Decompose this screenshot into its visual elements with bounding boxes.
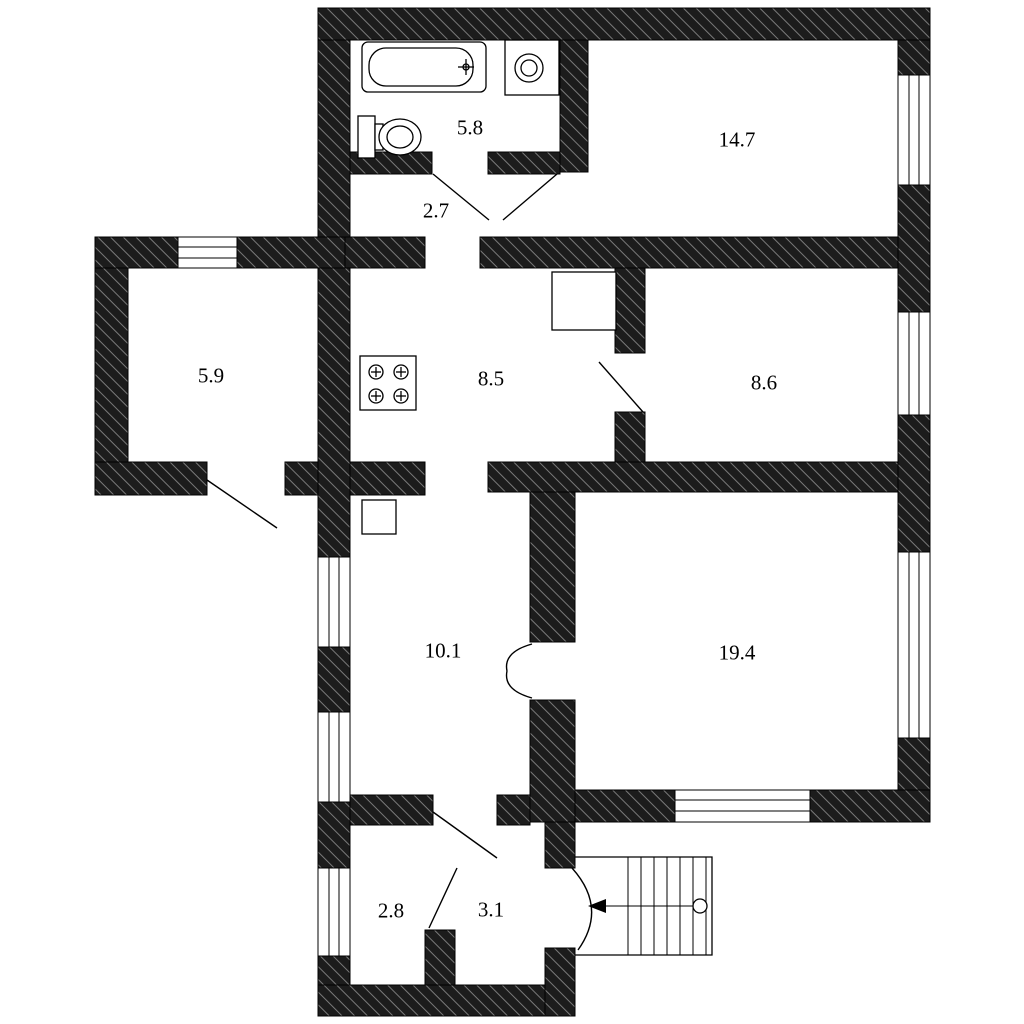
window <box>317 711 351 803</box>
sink-bowl <box>514 53 544 83</box>
wall-segment <box>574 789 676 823</box>
stairs-direction-arrow-icon <box>588 898 708 914</box>
window-frame <box>674 789 811 823</box>
window-frame <box>317 556 351 648</box>
wall-segment <box>496 794 531 826</box>
wall-segment <box>94 461 208 496</box>
bathtub-drain <box>462 63 470 71</box>
bathtub-outline <box>361 41 487 93</box>
wall-segment <box>529 699 576 823</box>
toilet-bowl-inner <box>386 125 414 149</box>
vent-shaft-box <box>361 499 397 535</box>
vent-shaft-box <box>551 271 617 331</box>
vent-shaft <box>361 499 397 535</box>
wall-segment <box>809 789 931 823</box>
toilet-bowl <box>378 118 422 156</box>
door-leaf <box>206 479 278 529</box>
vent-shaft <box>551 271 617 331</box>
arrow-head <box>588 899 606 913</box>
door-leaf <box>428 867 458 929</box>
sink-outline <box>504 39 560 96</box>
room-area-label-bathroom: 5.8 <box>456 115 484 140</box>
stove-outline <box>359 355 417 411</box>
door-leaf <box>505 670 533 699</box>
wall-segment <box>529 491 576 643</box>
sink-icon <box>504 39 560 96</box>
window <box>674 789 811 823</box>
windows <box>177 74 931 957</box>
door-leaf <box>432 173 490 221</box>
room-area-label-room-bottom-right: 19.4 <box>718 640 756 665</box>
wall-segment <box>349 794 434 826</box>
window <box>897 551 931 739</box>
wall-segment <box>284 461 426 496</box>
wall-segment <box>479 236 899 269</box>
room-area-label-vestibule-right: 3.1 <box>477 897 505 922</box>
wall-segment <box>317 7 931 41</box>
stairs-outline <box>575 856 713 956</box>
wall-segment <box>544 821 576 869</box>
window <box>177 236 238 269</box>
walls <box>94 7 931 1017</box>
stove-burner <box>368 364 384 380</box>
window-frame <box>897 551 931 739</box>
bathtub-icon <box>361 41 487 93</box>
wall-segment <box>317 39 351 269</box>
toilet-tank <box>357 115 376 159</box>
door-leaf <box>598 361 644 413</box>
stove-burner <box>393 388 409 404</box>
window <box>897 74 931 186</box>
window-frame <box>177 236 238 269</box>
wall-segment <box>317 984 576 1017</box>
window <box>317 867 351 957</box>
sink-drain <box>520 59 538 77</box>
room-area-label-vestibule-left: 2.8 <box>377 898 405 923</box>
wall-segment <box>614 267 646 354</box>
stairs <box>575 856 713 956</box>
window-frame <box>317 867 351 957</box>
room-area-label-kitchen: 8.5 <box>477 366 505 391</box>
window-frame <box>897 74 931 186</box>
door-leaf <box>502 173 558 221</box>
room-area-label-room-top-right: 14.7 <box>718 127 756 152</box>
arrow-start-post <box>692 898 708 914</box>
wall-segment <box>487 461 899 493</box>
wall-segment <box>344 236 426 269</box>
room-area-label-room-left-wing: 5.9 <box>197 363 225 388</box>
window-frame <box>897 311 931 416</box>
door-leaf <box>432 811 498 859</box>
stove-burner <box>368 388 384 404</box>
door-leaf <box>505 643 533 672</box>
room-area-label-hallway-upper: 2.7 <box>422 198 450 223</box>
window <box>317 556 351 648</box>
door-leaf <box>571 867 593 951</box>
room-area-label-hallway-lower: 10.1 <box>424 638 462 663</box>
window-frame <box>317 711 351 803</box>
wall-segment <box>614 411 646 463</box>
stove-burner <box>393 364 409 380</box>
wall-segment <box>94 267 129 496</box>
toilet-icon <box>357 115 422 159</box>
door-leaves <box>206 173 644 951</box>
wall-segment <box>487 151 561 175</box>
window <box>897 311 931 416</box>
room-area-label-room-middle-right: 8.6 <box>750 370 778 395</box>
wall-segment <box>544 947 576 1017</box>
stove-icon <box>359 355 417 411</box>
wall-segment <box>559 39 589 173</box>
